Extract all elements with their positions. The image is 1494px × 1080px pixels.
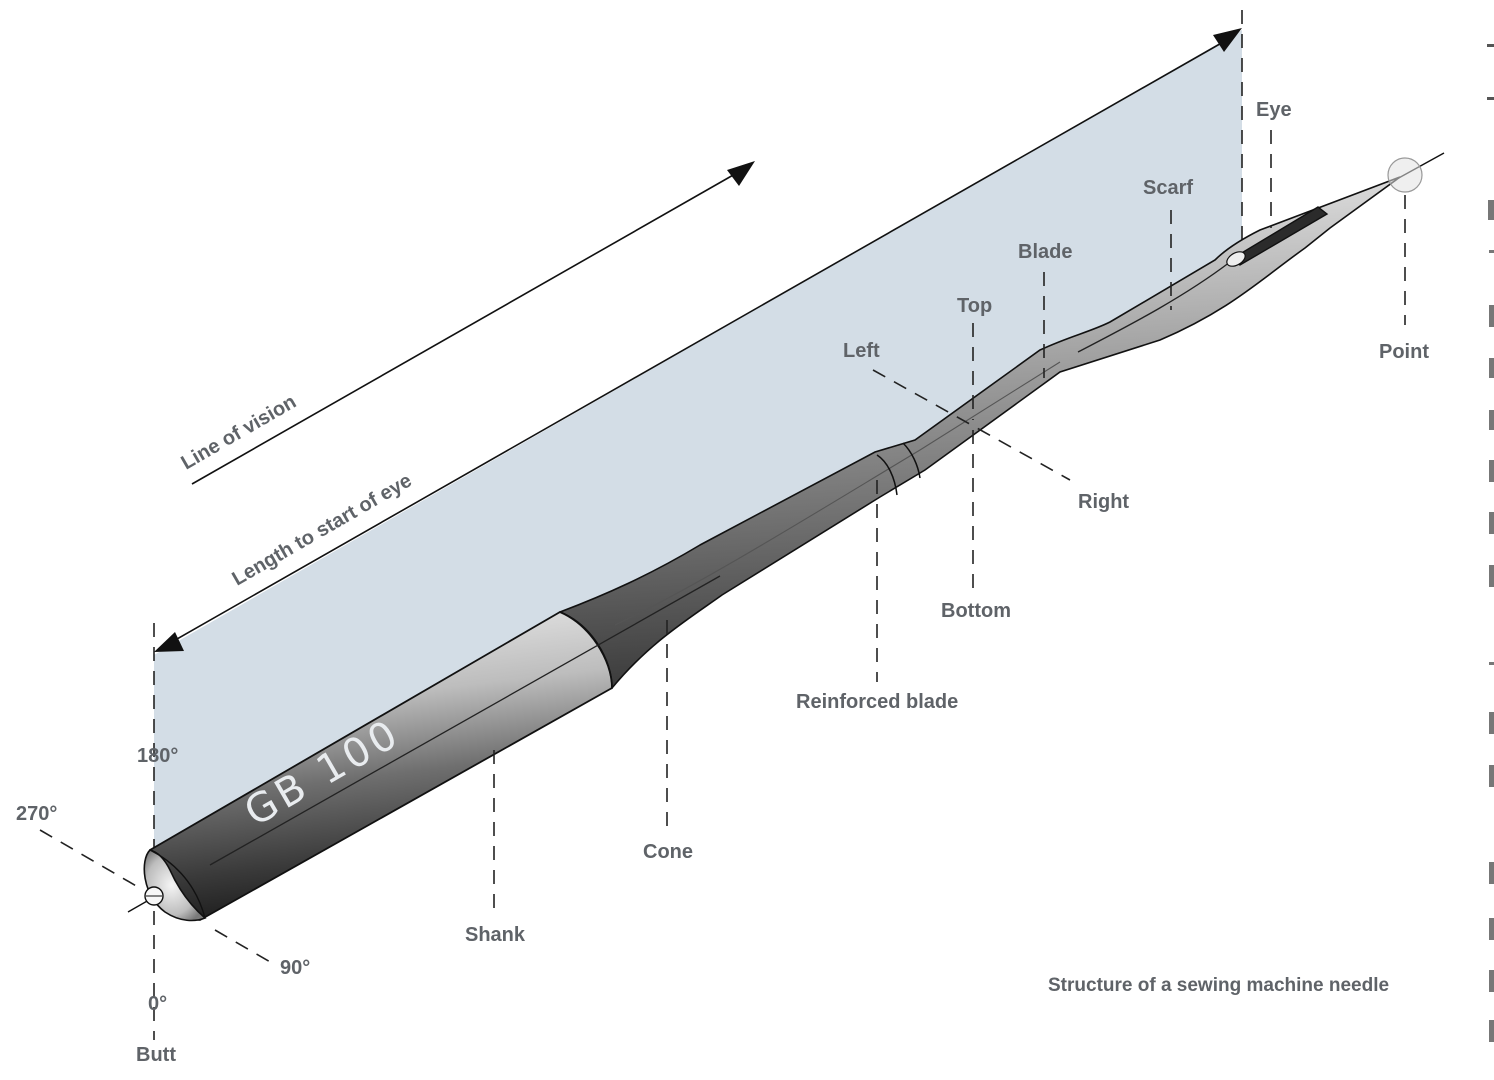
length-to-eye-arrow — [169, 40, 1226, 644]
line-of-vision-arrowhead — [727, 161, 755, 186]
axis-270 — [39, 829, 139, 888]
label-top: Top — [957, 295, 992, 317]
diagram-caption: Structure of a sewing machine needle — [1048, 975, 1389, 996]
label-blade: Blade — [1018, 241, 1072, 263]
label-270: 270° — [16, 803, 57, 825]
label-reinforced-blade: Reinforced blade — [796, 691, 958, 713]
needle-groove — [614, 361, 1061, 626]
length-arrowhead-end — [1213, 28, 1242, 52]
label-point: Point — [1379, 341, 1429, 363]
axis-90 — [214, 929, 273, 964]
butt-rim — [149, 849, 206, 919]
label-shank: Shank — [465, 924, 526, 946]
label-left: Left — [843, 340, 880, 362]
length-plane — [154, 30, 1242, 895]
cropped-text-edge — [1487, 44, 1494, 1042]
left-right-leader — [872, 369, 1071, 481]
shank-axis-line — [209, 575, 721, 866]
label-right: Right — [1078, 491, 1129, 513]
label-bottom: Bottom — [941, 600, 1011, 622]
label-eye: Eye — [1256, 99, 1292, 121]
point-tip-marker — [1387, 157, 1423, 193]
reinforced-ring-1 — [876, 454, 898, 496]
reinforced-ring-2 — [902, 442, 921, 479]
line-of-vision-arrow — [191, 173, 736, 485]
needle-eye-opening — [1226, 251, 1246, 267]
needle-scarf — [1077, 224, 1301, 353]
label-scarf: Scarf — [1143, 177, 1193, 199]
shank-cone-seam — [559, 611, 613, 689]
label-0: 0° — [148, 993, 167, 1015]
needle-blade — [558, 176, 1401, 690]
length-arrowhead-start — [154, 632, 184, 652]
label-180: 180° — [137, 745, 178, 767]
label-90: 90° — [280, 957, 310, 979]
label-cone: Cone — [643, 841, 693, 863]
label-butt: Butt — [136, 1044, 176, 1066]
